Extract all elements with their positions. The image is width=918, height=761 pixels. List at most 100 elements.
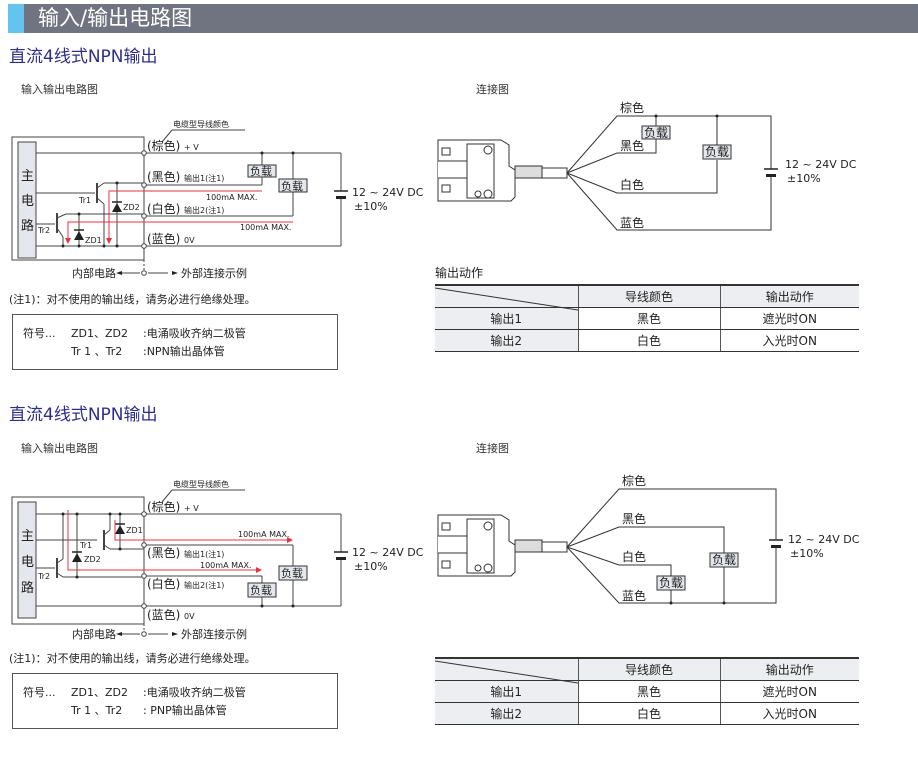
- table-cell: 遮光时ON: [719, 680, 859, 703]
- zd2-label: ZD2: [84, 555, 101, 564]
- section-1-output-table: 导线颜色 输出动作 输出1 黑色 遮光时ON 输出2 白色 入光时ON: [434, 284, 859, 352]
- wire-color-caption: 电缆型导线颜色: [173, 479, 229, 489]
- table-row: 输出2 白色 入光时ON: [435, 702, 859, 725]
- page-header: 输入/输出电路图: [8, 4, 918, 33]
- conn-wire-brown: [566, 115, 772, 174]
- table-header-row: 导线颜色 输出动作: [434, 657, 859, 684]
- table-cell: 输出2: [435, 702, 578, 725]
- load-1-box: [247, 164, 277, 178]
- main-block-char: 路: [21, 580, 34, 596]
- load-2-box: [247, 582, 277, 598]
- load-1-box: [278, 565, 308, 581]
- legend-desc: :NPN输出晶体管: [143, 345, 225, 358]
- main-block-char: 电: [21, 555, 34, 570]
- supply-tolerance: ±10%: [787, 172, 821, 185]
- zener-zd1-icon: [74, 231, 84, 240]
- section-1-circuit-diagram: 主 电 路 (棕色) (黑色) (白色) (蓝色) + V 输出1(注1) 输出…: [11, 119, 424, 280]
- wire-suffix: 输出1(注1): [184, 549, 224, 559]
- load-label: 负载: [712, 553, 736, 567]
- wire-suffix: 0V: [184, 612, 195, 621]
- load-box: [702, 144, 732, 160]
- legend-prefix: 符号...: [23, 686, 56, 699]
- legend-prefix: 符号...: [23, 327, 56, 340]
- main-block-char: 主: [21, 169, 34, 184]
- table-cell: 白色: [577, 702, 720, 725]
- current-path-1: [114, 520, 290, 541]
- wire-label-brown: (棕色): [147, 499, 180, 514]
- zener-zd1-icon: [115, 525, 125, 534]
- supply-label: 12 ~ 24V DC: [785, 158, 857, 171]
- wire-label-blue: (蓝色): [147, 232, 180, 246]
- sensor-icon: [437, 139, 568, 202]
- conn-label-white: 白色: [620, 177, 644, 192]
- section-1-connection-label: 连接图: [476, 83, 509, 96]
- supply-label: 12 ~ 24V DC: [352, 186, 424, 199]
- current-path-2: [67, 510, 259, 571]
- internal-circuit-box: [11, 136, 145, 261]
- wire-suffix: 输出1(注1): [184, 173, 224, 183]
- load-label: 负载: [644, 126, 668, 140]
- table-cell: 黑色: [577, 680, 720, 703]
- wire-label-black: (黑色): [147, 546, 180, 560]
- max-current-2: 100mA MAX.: [200, 561, 251, 570]
- wire-suffix: + V: [184, 143, 199, 152]
- conn-label-blue: 蓝色: [620, 216, 644, 230]
- table-corner-cell: [434, 657, 579, 684]
- supply-label: 12 ~ 24V DC: [352, 546, 424, 559]
- section-2-circuit-label: 输入输出电路图: [21, 442, 98, 455]
- wire-suffix: 0V: [184, 236, 195, 245]
- supply-tolerance: ±10%: [790, 547, 824, 560]
- main-block-char: 电: [21, 194, 34, 209]
- table-header: 导线颜色: [577, 657, 720, 681]
- tr2-label: Tr2: [37, 226, 50, 235]
- conn-label-brown: 棕色: [620, 100, 644, 115]
- tr1-label: Tr1: [78, 196, 91, 205]
- legend-desc: : PNP输出晶体管: [143, 704, 227, 717]
- wire-suffix: + V: [184, 504, 199, 513]
- header-accent: [8, 4, 24, 33]
- section-2-title: 直流4线式NPN输出: [9, 405, 158, 425]
- legend-symbol: Tr 1 、Tr2: [71, 704, 123, 717]
- external-example-label: 外部连接示例: [181, 266, 247, 280]
- conn-label-black: 黑色: [622, 512, 646, 526]
- table-cell: 入光时ON: [719, 702, 859, 725]
- conn-label-black: 黑色: [620, 139, 644, 153]
- legend-desc: :电涌吸收齐纳二极管: [143, 686, 246, 699]
- external-example-label: 外部连接示例: [181, 627, 247, 641]
- load-1-label: 负载: [250, 164, 272, 178]
- tr2-label: Tr2: [37, 572, 50, 581]
- legend-symbol: Tr 1 、Tr2: [71, 345, 123, 358]
- zener-zd2-icon: [72, 553, 82, 562]
- zener-zd2-icon: [112, 203, 122, 212]
- load-label: 负载: [281, 566, 303, 580]
- table-cell: 输出1: [435, 680, 578, 703]
- supply-label: 12 ~ 24V DC: [788, 533, 860, 546]
- legend-desc: :电涌吸收齐纳二极管: [143, 327, 246, 340]
- wire-label-blue: (蓝色): [147, 608, 180, 622]
- max-current-1: 100mA MAX.: [206, 193, 257, 202]
- section-2-connection-diagram: 棕色 黑色 白色 蓝色 负载 负载 12 ~ 24V DC ±10%: [437, 473, 860, 605]
- main-circuit-block: [17, 141, 37, 259]
- zd1-label: ZD1: [126, 526, 143, 535]
- section-2-connection-label: 连接图: [476, 442, 509, 455]
- conn-label-blue: 蓝色: [622, 589, 646, 603]
- table-header: 输出动作: [719, 284, 859, 308]
- load-label: 负载: [659, 576, 683, 590]
- load-label: 负载: [250, 583, 272, 597]
- table-row: 输出2 白色 入光时ON: [435, 329, 859, 352]
- wire-label-white: (白色): [147, 201, 180, 216]
- table-header: 输出动作: [719, 657, 859, 681]
- section-2-legend: 符号... ZD1、ZD2 :电涌吸收齐纳二极管 Tr 1 、Tr2 : PNP…: [12, 673, 338, 729]
- table-cell: 输出2: [435, 329, 578, 352]
- legend-symbol: ZD1、ZD2: [71, 327, 129, 340]
- main-block-char: 路: [21, 218, 34, 234]
- main-circuit-block: [17, 501, 37, 619]
- table-cell: 白色: [577, 329, 720, 352]
- load-2-box: [278, 178, 308, 193]
- conn-wire-blue: [566, 172, 772, 231]
- internal-circuit-label: 内部电路: [72, 266, 116, 280]
- page-title: 输入/输出电路图: [38, 6, 193, 30]
- load-2-label: 负载: [281, 179, 303, 193]
- section-2-note: (注1)：对不使用的输出线，请务必进行绝缘处理。: [9, 652, 256, 665]
- main-block-char: 主: [21, 529, 34, 544]
